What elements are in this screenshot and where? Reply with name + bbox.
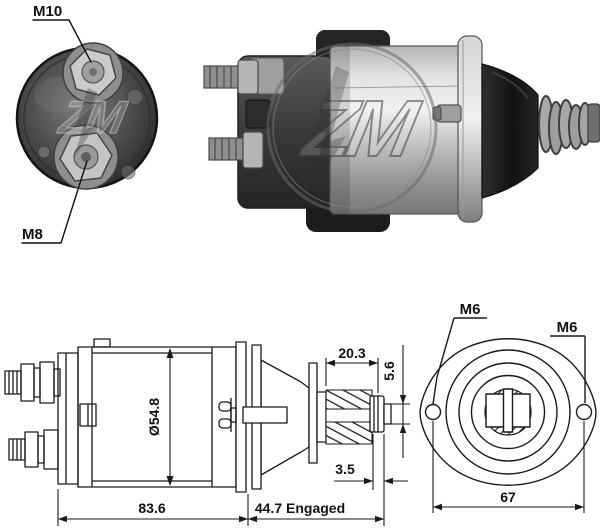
end-view-rivet	[126, 88, 144, 106]
dim-text-spring: 20.3	[338, 345, 365, 361]
sideview-cap-face	[57, 352, 79, 485]
dim-diameter	[166, 348, 174, 486]
dim-text-hole-spacing: 67	[500, 489, 516, 505]
dim-spring-length	[325, 358, 379, 393]
dim-text-tip: 3.5	[335, 461, 355, 477]
frontview-mount-hole-right	[575, 403, 593, 421]
end-view-rivet	[120, 164, 136, 180]
brand-watermark-photo: ZM	[266, 42, 438, 214]
label-m6-left: M6	[460, 301, 481, 318]
front-view-drawing: M6 M6 67	[419, 301, 597, 513]
dim-text-engaged: 44.7 Engaged	[255, 500, 345, 516]
label-m6-right: M6	[557, 319, 578, 336]
sideview-plunger-cap	[369, 395, 385, 433]
sideview-shaft	[242, 406, 288, 424]
dim-pin	[389, 345, 410, 458]
sideview-clip	[218, 398, 237, 432]
sideview-mount-plate	[308, 362, 318, 464]
endview-leaders	[21, 19, 92, 244]
sideview-terminals	[4, 352, 79, 485]
label-m8: M8	[22, 226, 43, 243]
sideview-plunger-pin	[383, 403, 392, 425]
lightning-bolt-icon	[308, 66, 349, 198]
dim-lengths	[57, 489, 384, 526]
frontview-mount-hole-left	[424, 403, 442, 421]
photo-terminal-pin	[432, 104, 462, 123]
dim-text-body-length: 83.6	[138, 500, 165, 516]
lightning-bolt-icon	[74, 88, 97, 158]
dim-tip	[334, 434, 408, 526]
watermark-zm-text: ZM	[294, 85, 426, 174]
frontview-center-bar	[502, 388, 514, 433]
dim-text-pin: 5.6	[381, 361, 397, 381]
photo-flange-ring	[457, 35, 483, 223]
photo-rubber-boot	[481, 63, 539, 199]
end-view-rivet	[37, 145, 51, 159]
sideview-top-tab	[93, 338, 111, 348]
photo-cap-tab	[245, 99, 271, 129]
sideview-boss	[316, 391, 327, 443]
end-view: ZM M10 M8	[15, 3, 159, 244]
photo-stud-top	[203, 59, 259, 95]
photo-plunger-spring	[538, 95, 592, 155]
terminal-m8	[53, 124, 119, 190]
frontview-circle-inner	[470, 374, 546, 450]
frontview-circle-mid	[458, 362, 558, 462]
photo-stud-bottom	[208, 131, 264, 169]
terminal-m10	[62, 42, 124, 104]
label-m10: M10	[33, 3, 62, 20]
side-view-drawing: Ø54.8 20.3 5.6 3.5 83.6 44.7 Engaged	[4, 338, 410, 526]
dim-text-diameter: Ø54.8	[146, 398, 162, 436]
dim-hole-spacing	[432, 421, 585, 513]
frontview-leaders	[432, 317, 586, 405]
photo-plunger-tip	[587, 103, 600, 143]
sideview-spring-rod	[325, 408, 371, 423]
frontview-circle-outer	[445, 349, 571, 475]
product-photo: ZM	[203, 30, 600, 232]
